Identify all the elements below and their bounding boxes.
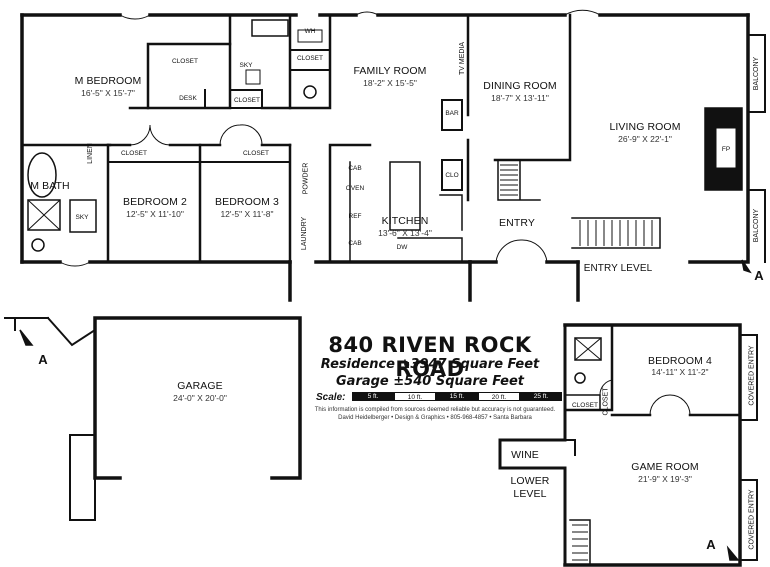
room-family-dims: 18'-2" X 15'-5" <box>363 78 417 88</box>
room-bedroom2-dims: 12'-5" X 11'-10" <box>126 209 184 219</box>
marker-a-garage: A <box>38 352 48 367</box>
garage-sqft: Garage ±540 Square Feet <box>336 374 524 389</box>
room-dining-name: DINING ROOM <box>483 80 557 92</box>
tv-media-label: TV MEDIA <box>459 41 467 76</box>
room-living-dims: 26'-9" X 22'-1" <box>618 134 672 144</box>
room-kitchen-name: KITCHEN <box>381 215 429 227</box>
room-m-bath: M BATH <box>30 180 70 192</box>
property-title: 840 RIVEN ROCK ROAD <box>328 333 532 381</box>
scale-tick-10: 10 ft. <box>394 392 436 401</box>
room-m-bedroom-name: M BEDROOM <box>74 75 142 87</box>
ref-label: REF <box>348 213 362 220</box>
room-bedroom4-dims: 14'-11" X 11'-2" <box>651 367 709 377</box>
credit-line: David Heidelberger • Design & Graphics •… <box>338 415 532 421</box>
linen-label: LINEN <box>86 143 94 164</box>
desk-label: DESK <box>179 95 197 102</box>
room-wine: WINE <box>511 449 539 461</box>
powder-label: POWDER <box>302 162 310 195</box>
sky-label-upper: SKY <box>239 62 253 69</box>
balcony-label-lower: BALCONY <box>753 208 761 243</box>
cab-label-bottom: CAB <box>348 240 362 247</box>
dw-label: DW <box>396 244 408 251</box>
room-bedroom2-name: BEDROOM 2 <box>123 196 187 208</box>
covered-entry-label-lower: COVERED ENTRY <box>748 489 756 550</box>
scale-tick-5: 5 ft. <box>352 392 394 401</box>
disclaimer: This information is compiled from source… <box>314 407 556 413</box>
room-game-name: GAME ROOM <box>631 461 699 473</box>
room-bedroom3-name: BEDROOM 3 <box>215 196 279 208</box>
room-m-bedroom-dims: 16'-5" X 15'-7" <box>81 88 135 98</box>
room-entry: ENTRY <box>499 217 535 229</box>
room-garage-name: GARAGE <box>177 380 223 392</box>
room-garage-dims: 24'-0" X 20'-0" <box>173 393 227 403</box>
scale-tick-25: 25 ft. <box>520 392 562 401</box>
laundry-label: LAUNDRY <box>301 216 309 251</box>
closet-label-bed2: CLOSET <box>120 150 147 157</box>
clo-label: CLO <box>445 172 459 179</box>
room-dining-dims: 18'-7" X 13'-11" <box>491 93 549 103</box>
residence-sqft: Residence ±3947 Square Feet <box>320 357 540 372</box>
marker-a-entry: A <box>754 268 764 283</box>
closet-label-master: CLOSET <box>171 58 198 65</box>
room-game-dims: 21'-9" X 19'-3" <box>638 474 692 484</box>
covered-entry-label-upper: COVERED ENTRY <box>748 345 756 406</box>
bar-label: BAR <box>445 110 459 117</box>
closet-label-bed3: CLOSET <box>242 150 269 157</box>
scale-tick-20: 20 ft. <box>478 392 520 401</box>
room-living-name: LIVING ROOM <box>609 121 681 133</box>
closet-label-mid: CLOSET <box>233 97 260 104</box>
room-family-name: FAMILY ROOM <box>353 65 427 77</box>
scale-tick-15: 15 ft. <box>436 392 478 401</box>
scale-label: Scale: <box>316 392 346 403</box>
wh-label: WH <box>304 28 316 35</box>
fp-label: FP <box>721 146 731 153</box>
entry-level-label: ENTRY LEVEL <box>583 263 653 274</box>
room-kitchen-dims: 13'-6" X 13'-4" <box>378 228 432 238</box>
marker-a-lower: A <box>706 537 716 552</box>
closet-label-vertical: CLOSET <box>602 387 610 416</box>
lower-level-label: LOWER LEVEL <box>510 475 550 500</box>
closet-label-lower: CLOSET <box>571 402 598 409</box>
sky-label-bath: SKY <box>75 214 89 221</box>
room-bedroom3-dims: 12'-5" X 11'-8" <box>220 209 274 219</box>
room-bedroom4-name: BEDROOM 4 <box>648 355 712 367</box>
balcony-label-upper: BALCONY <box>753 56 761 91</box>
oven-label: OVEN <box>345 185 365 192</box>
cab-label-top: CAB <box>348 165 362 172</box>
closet-label-bath: CLOSET <box>296 55 323 62</box>
